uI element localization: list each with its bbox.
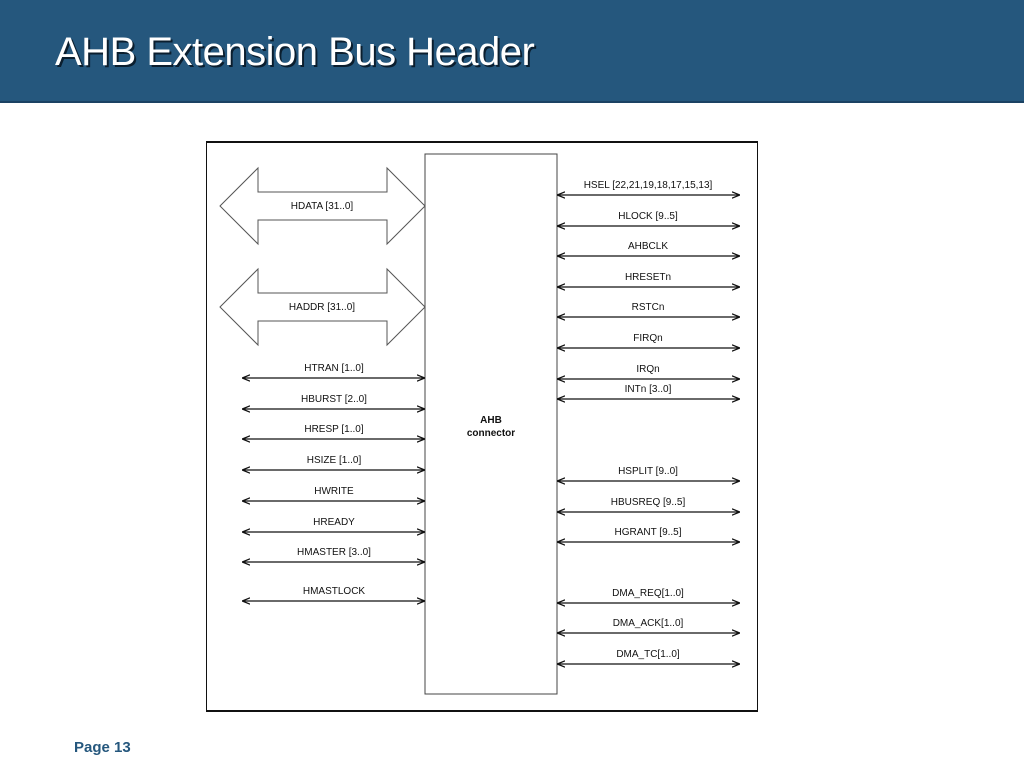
signal-label-dma-tc-1-0: DMA_TC[1..0] — [616, 649, 680, 660]
signal-label-firqn: FIRQn — [633, 333, 662, 344]
signal-label-hsplit-9-0: HSPLIT [9..0] — [618, 466, 678, 477]
signal-label-hmaster-3-0: HMASTER [3..0] — [297, 547, 371, 558]
connector-label-line2: connector — [467, 428, 515, 439]
signal-label-hbusreq-9-5: HBUSREQ [9..5] — [611, 497, 686, 508]
signal-label-hwrite: HWRITE — [314, 486, 354, 497]
bus-arrow-haddr-31-0 — [219, 267, 426, 347]
signal-label-dma-req-1-0: DMA_REQ[1..0] — [612, 588, 684, 599]
bus-label-haddr-31-0: HADDR [31..0] — [289, 302, 355, 313]
signal-label-ahbclk: AHBCLK — [628, 241, 668, 252]
signal-label-rstcn: RSTCn — [632, 302, 665, 313]
connector-label-line1: AHB — [480, 415, 502, 426]
signal-label-dma-ack-1-0: DMA_ACK[1..0] — [613, 618, 684, 629]
signal-label-intn-3-0: INTn [3..0] — [625, 384, 672, 395]
bus-label-hdata-31-0: HDATA [31..0] — [291, 201, 354, 212]
signal-label-irqn: IRQn — [636, 364, 659, 375]
signal-label-hresetn: HRESETn — [625, 272, 671, 283]
signal-label-hlock-9-5: HLOCK [9..5] — [618, 211, 678, 222]
title-bar: AHB Extension Bus Header — [0, 0, 1024, 103]
slide-title: AHB Extension Bus Header — [55, 30, 535, 74]
ahb-connector-block — [424, 153, 558, 695]
signal-label-hresp-1-0: HRESP [1..0] — [304, 424, 364, 435]
bus-arrow-hdata-31-0 — [219, 166, 426, 246]
signal-label-hburst-2-0: HBURST [2..0] — [301, 394, 367, 405]
signal-label-hsel-22-21-19-18-17-15-13: HSEL [22,21,19,18,17,15,13] — [584, 180, 713, 191]
signal-label-hready: HREADY — [313, 517, 355, 528]
signal-label-hsize-1-0: HSIZE [1..0] — [307, 455, 362, 466]
signal-label-hmastlock: HMASTLOCK — [303, 586, 366, 597]
signal-label-hgrant-9-5: HGRANT [9..5] — [614, 527, 681, 538]
signal-label-htran-1-0: HTRAN [1..0] — [304, 363, 364, 374]
page-number: Page 13 — [74, 739, 131, 756]
